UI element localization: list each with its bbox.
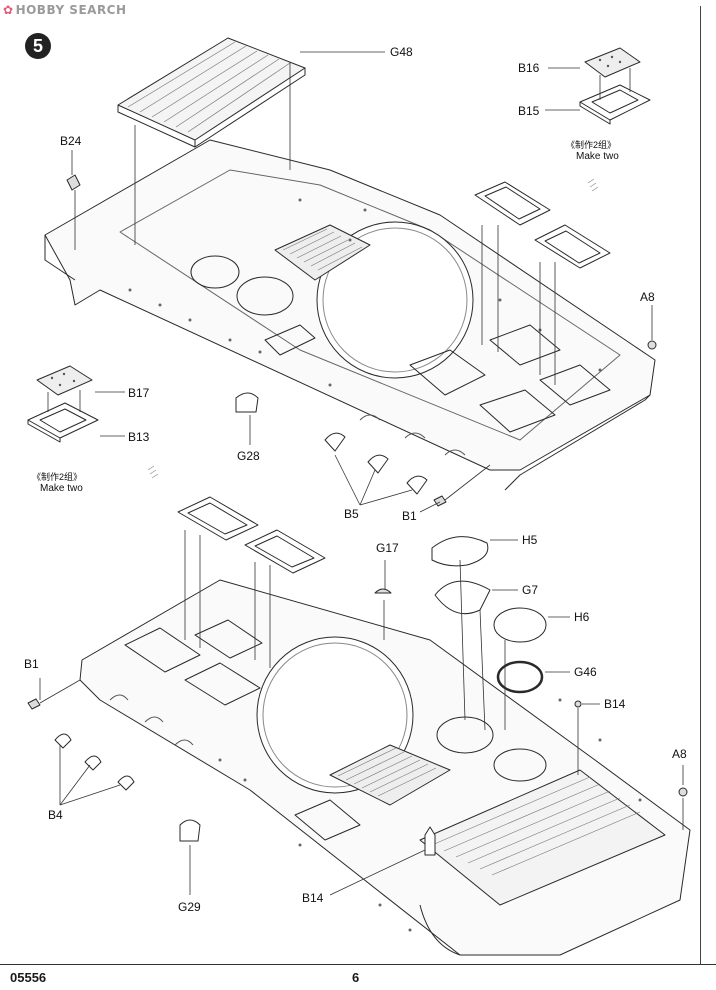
part-h5 xyxy=(431,536,489,567)
part-hatch-frame-bottom-2 xyxy=(244,529,326,574)
part-hatch-frame-top-2 xyxy=(534,224,611,269)
page-number: 6 xyxy=(352,970,360,985)
part-hatch-frame-bottom-1 xyxy=(177,496,259,541)
part-b15-frame xyxy=(579,84,651,125)
part-b4-3 xyxy=(117,775,135,791)
part-b13-frame xyxy=(27,402,99,443)
label-b5: B5 xyxy=(344,507,359,521)
part-g46 xyxy=(496,660,544,694)
make-two-en-left: Make two xyxy=(40,483,83,494)
part-g48-engine-deck-plate xyxy=(117,37,306,148)
part-h6 xyxy=(493,607,547,643)
label-h6: H6 xyxy=(574,610,590,624)
part-b14-right xyxy=(574,700,582,708)
page-footer-rule xyxy=(0,964,716,965)
part-hatch-frame-top-1 xyxy=(474,181,551,226)
upper-hull-top-view xyxy=(44,139,656,491)
part-g17 xyxy=(374,588,392,594)
label-g46: G46 xyxy=(574,665,597,679)
upper-hull-rear-view xyxy=(79,579,691,956)
label-a8-bottom: A8 xyxy=(672,747,687,761)
part-b17-cover xyxy=(36,365,93,396)
label-g48: G48 xyxy=(390,45,413,59)
label-b17: B17 xyxy=(128,386,150,400)
label-g17: G17 xyxy=(376,541,399,555)
part-b4-1 xyxy=(54,733,72,749)
label-g28: G28 xyxy=(237,449,260,463)
part-b5-3 xyxy=(406,475,428,495)
part-a8-bottom xyxy=(678,787,688,797)
part-b5-2 xyxy=(367,454,389,474)
label-h5: H5 xyxy=(522,533,538,547)
part-b24 xyxy=(66,174,81,191)
watermark-logo-icon: ✿ xyxy=(3,3,14,17)
make-two-cn-left: 《制作2组》 xyxy=(32,472,83,482)
hobby-search-watermark: ✿HOBBY SEARCH xyxy=(3,3,127,17)
part-b14-bottom xyxy=(424,826,436,856)
part-a8-top xyxy=(647,340,657,350)
label-b14-right: B14 xyxy=(604,697,626,711)
label-g7: G7 xyxy=(522,583,539,597)
part-b16-cover xyxy=(584,47,641,78)
watermark-text: HOBBY SEARCH xyxy=(15,3,127,17)
label-b1-top: B1 xyxy=(402,509,417,523)
make-two-cn-top: 《制作2组》 xyxy=(566,140,617,150)
part-b1-bottom xyxy=(27,698,41,710)
label-b24: B24 xyxy=(60,134,82,148)
label-b14-bottom: B14 xyxy=(302,891,324,905)
label-b16: B16 xyxy=(518,61,540,75)
step-number-badge: 5 xyxy=(25,33,51,59)
part-b4-2 xyxy=(84,755,102,771)
part-b5-1 xyxy=(324,432,346,452)
label-b4: B4 xyxy=(48,808,63,822)
part-g29 xyxy=(179,819,201,842)
part-g28 xyxy=(235,392,259,413)
page-border-right xyxy=(700,6,701,964)
make-two-en-top: Make two xyxy=(576,151,619,162)
label-b15: B15 xyxy=(518,104,540,118)
label-a8-top: A8 xyxy=(640,290,655,304)
product-code: 05556 xyxy=(10,970,47,985)
label-b1-bottom: B1 xyxy=(24,657,39,671)
label-g29: G29 xyxy=(178,900,201,914)
part-g7 xyxy=(434,580,491,615)
label-b13: B13 xyxy=(128,430,150,444)
